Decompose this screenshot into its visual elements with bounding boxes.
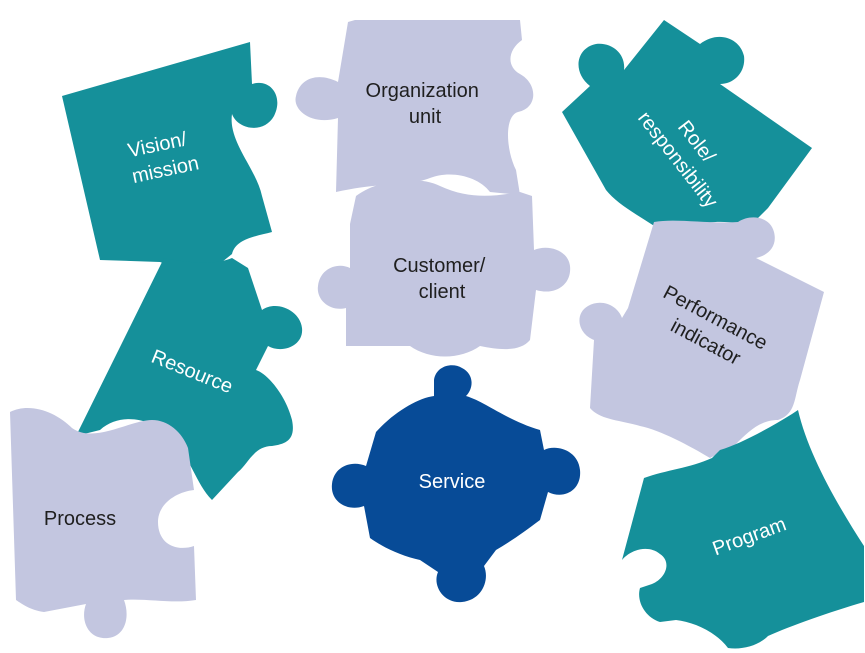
piece-program-shape [622,410,864,649]
piece-service-shape [331,365,581,603]
piece-performance-indicator: Performance indicator [579,217,824,458]
piece-process-line1: Process [44,508,116,530]
piece-process-shape [10,407,196,639]
piece-organization-unit-line1: Organization [366,80,479,102]
svg-text:Service: Service [419,471,486,493]
piece-resource: Resource [76,258,303,500]
svg-text:Organization unit: Organization unit [366,80,485,128]
piece-program: Program [622,410,864,649]
piece-performance-indicator-shape [579,217,824,458]
piece-customer-client-shape [317,180,571,357]
piece-customer-client: Customer/ client [317,180,571,357]
piece-customer-client-line2: client [419,281,466,303]
piece-resource-shape [76,258,303,500]
piece-role-responsibility-shape [562,20,812,236]
piece-organization-unit-line2: unit [409,106,442,128]
piece-vision-mission-shape [62,42,278,267]
piece-organization-unit: Organization unit [295,20,534,195]
piece-customer-client-line1: Customer/ [393,255,486,277]
piece-organization-unit-shape [295,20,534,195]
piece-service-line1: Service [419,471,486,493]
svg-text:Customer/ client: Customer/ client [393,255,491,303]
piece-process: Process [10,407,196,639]
piece-vision-mission: Vision/ mission [62,42,278,267]
svg-text:Process: Process [44,508,116,530]
piece-role-responsibility: Role/ responsibility [562,20,812,236]
piece-service: Service [331,365,581,603]
